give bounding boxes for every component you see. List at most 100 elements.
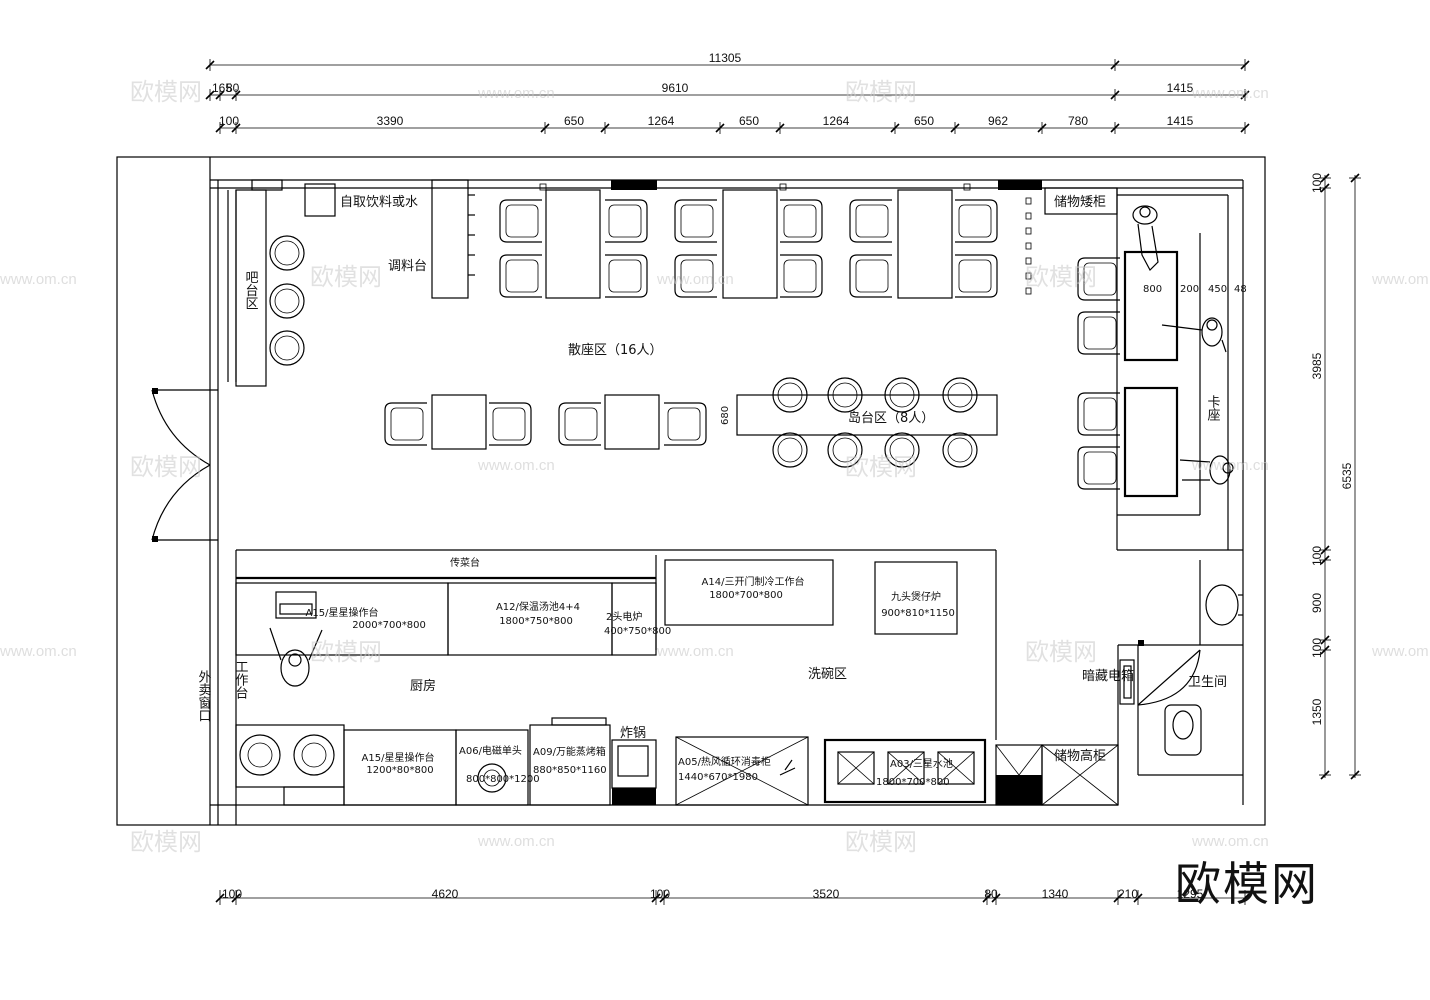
- svg-text:www.om.cn: www.om.cn: [477, 457, 555, 474]
- label-dishwashing: 洗碗区: [808, 666, 847, 682]
- chair: [489, 402, 532, 446]
- equip-a14-name: A14/三开门制冷工作台: [702, 575, 805, 588]
- dim-bottom-4: 80: [984, 887, 998, 901]
- chair: [849, 199, 892, 243]
- equip-nine-burner-name: 九头煲仔炉: [891, 590, 941, 603]
- label-storage-top: 储物矮柜: [1054, 195, 1106, 210]
- label-seasoning-station: 调料台: [388, 259, 427, 274]
- label-fryer: 炸锅: [620, 725, 646, 741]
- table-square-2: [604, 394, 660, 450]
- tall-storage-cabinets: [995, 744, 1119, 806]
- equip-induction-name: 2头电炉: [606, 610, 642, 623]
- booth-table-1: [1123, 250, 1179, 362]
- equip-a12-size: 1800*750*800: [499, 616, 573, 627]
- label-restroom: 卫生间: [1188, 675, 1227, 690]
- chair: [1077, 446, 1120, 490]
- chair: [605, 254, 648, 298]
- island-table: [736, 394, 998, 436]
- booth-walls: [1116, 188, 1243, 551]
- equip-a03-body: [823, 738, 987, 804]
- dim-bottom-7: 1295: [1177, 887, 1204, 901]
- equip-a12-name: A12/保温汤池4+4: [496, 600, 580, 613]
- equip-a09-size: 880*850*1160: [533, 765, 607, 776]
- svg-text:欧模网: 欧模网: [130, 78, 202, 106]
- dim-top-r3-6: 650: [914, 114, 934, 128]
- top-dimension-lines: [205, 59, 1250, 134]
- dim-top-r2-a: 165: [212, 81, 232, 95]
- booth-table-2: [1123, 386, 1179, 498]
- chair: [955, 254, 998, 298]
- dim-booth-0: 800: [1143, 284, 1162, 295]
- seasoning-shelf-marks: [468, 194, 475, 276]
- dim-right-outer: 6535: [1340, 462, 1354, 489]
- equip-a05-name: A05/热风循环消毒柜: [678, 755, 771, 768]
- dim-bottom-6: 210: [1118, 887, 1138, 901]
- building-walls: [209, 157, 1244, 825]
- kitchen-walls: [210, 549, 1118, 825]
- equip-a14: [664, 559, 834, 626]
- dim-top-r3-8: 780: [1068, 114, 1088, 128]
- chair: [780, 254, 823, 298]
- entrance-doors: [151, 388, 218, 542]
- equip-a03-size: 1800*700*800: [876, 777, 950, 788]
- dim-top-total: 11305: [709, 51, 742, 65]
- stove-unit-top: [275, 591, 317, 619]
- chair: [780, 199, 823, 243]
- chair: [558, 402, 601, 446]
- bar-counter: [235, 179, 283, 387]
- dim-top-r2-c: 9610: [662, 81, 689, 95]
- svg-text:www.om.cn: www.om.cn: [1371, 643, 1430, 660]
- person-figure-1: [1132, 205, 1159, 271]
- chef-figure: [269, 627, 323, 687]
- equip-a05-body: [675, 736, 809, 806]
- svg-text:www.om.cn: www.om.cn: [0, 643, 77, 660]
- equip-a09-body: [529, 717, 611, 806]
- equip-a03-name: A03/三星水池: [890, 757, 953, 770]
- label-takeout-window: 外卖窗口: [196, 670, 212, 722]
- equip-a09-name: A09/万能蒸烤箱: [533, 745, 606, 758]
- dim-top-r3-9: 1415: [1167, 114, 1194, 128]
- label-pass-counter: 传菜台: [450, 556, 480, 569]
- chair: [849, 254, 892, 298]
- right-dimension-lines: [1319, 173, 1361, 780]
- equip-a14-size: 1800*700*800: [709, 590, 783, 601]
- seasoning-counter: [431, 179, 469, 299]
- dim-top-r3-1: 3390: [377, 114, 404, 128]
- dining-tables: [539, 183, 971, 299]
- equip-a15-bottom-name: A15/星星操作台: [362, 751, 435, 764]
- equip-nine-burner: [874, 561, 958, 635]
- svg-text:欧模网: 欧模网: [845, 828, 917, 856]
- bar-stools: [269, 235, 305, 366]
- equip-a15-top-size: 2000*700*800: [352, 620, 426, 631]
- dim-top-r3-7: 962: [988, 114, 1008, 128]
- svg-text:www.om.cn: www.om.cn: [1371, 271, 1430, 288]
- electric-box: [1119, 659, 1135, 705]
- label-work-table: 工作台: [233, 660, 249, 699]
- dim-top-r3-0: 100: [219, 114, 239, 128]
- svg-text:www.om.cn: www.om.cn: [1191, 833, 1269, 850]
- table-square-1: [431, 394, 487, 450]
- svg-text:www.om.cn: www.om.cn: [477, 833, 555, 850]
- equip-a05-size: 1440*670*1980: [678, 772, 758, 783]
- chair: [1077, 392, 1120, 436]
- dim-right-1: 3985: [1310, 352, 1324, 379]
- label-booth: 卡座: [1205, 395, 1221, 422]
- chair: [664, 402, 707, 446]
- chair: [605, 199, 648, 243]
- dim-top-r2-b: 80: [226, 81, 240, 95]
- svg-text:欧模网: 欧模网: [310, 638, 382, 666]
- label-kitchen: 厨房: [410, 678, 436, 694]
- label-self-drinks: 自取饮料或水: [340, 195, 418, 210]
- svg-text:欧模网: 欧模网: [130, 828, 202, 856]
- dim-right-2: 100: [1310, 546, 1324, 566]
- svg-text:www.om.cn: www.om.cn: [1191, 85, 1269, 102]
- equip-double-burner: [235, 724, 345, 806]
- chair: [674, 199, 717, 243]
- equip-nine-burner-size: 900*810*1150: [881, 608, 955, 619]
- dim-bottom-0: 100: [222, 887, 242, 901]
- drink-station-box: [304, 183, 336, 217]
- squat-toilet: [1164, 704, 1202, 756]
- equip-induction: [611, 582, 657, 656]
